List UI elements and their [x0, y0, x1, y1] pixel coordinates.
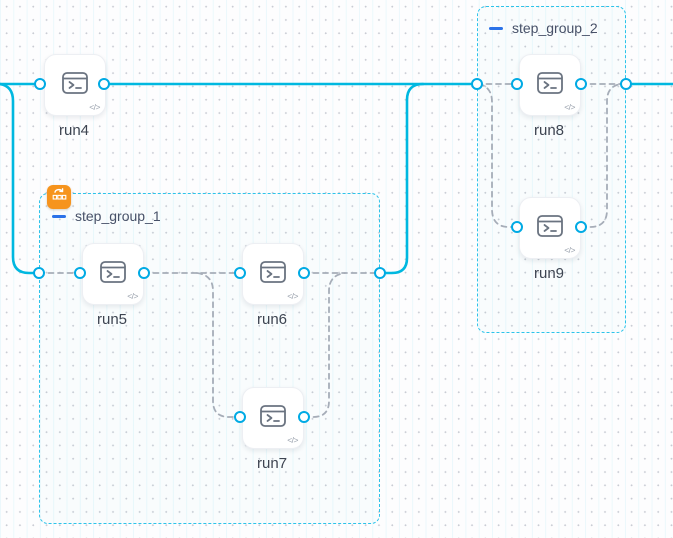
terminal-icon: [259, 260, 287, 289]
node-run8[interactable]: </>: [519, 54, 581, 116]
plugin-badge: [47, 185, 71, 209]
edge-start-group1in[interactable]: [0, 82, 41, 275]
collapse-group-button[interactable]: [489, 26, 503, 30]
port-group1-in[interactable]: [33, 267, 45, 279]
node-run9[interactable]: </>: [519, 197, 581, 259]
port-run7-out[interactable]: [298, 411, 310, 423]
code-badge-icon: </>: [564, 102, 575, 112]
code-badge-icon: </>: [127, 291, 138, 301]
port-run7-in[interactable]: [234, 411, 246, 423]
node-label-run4: run4: [58, 122, 90, 139]
port-run9-out[interactable]: [575, 221, 587, 233]
code-badge-icon: </>: [287, 291, 298, 301]
code-badge-icon: </>: [89, 102, 100, 112]
node-label-run5: run5: [96, 311, 128, 328]
terminal-icon: [259, 404, 287, 433]
port-run5-out[interactable]: [138, 267, 150, 279]
node-label-run9: run9: [533, 265, 565, 282]
terminal-icon: [536, 71, 564, 100]
edge-run5-run7[interactable]: [196, 272, 241, 418]
terminal-icon: [536, 214, 564, 243]
edge-run9-group2out[interactable]: [580, 83, 622, 228]
terminal-icon: [99, 260, 127, 289]
node-label-run6: run6: [256, 311, 288, 328]
node-label-run8: run8: [533, 122, 565, 139]
code-badge-icon: </>: [287, 435, 298, 445]
group-label: step_group_2: [512, 20, 598, 36]
port-run8-in[interactable]: [511, 78, 523, 90]
port-run8-out[interactable]: [575, 78, 587, 90]
group-step-group-2[interactable]: step_group_2: [477, 6, 626, 333]
port-group1-out[interactable]: [374, 267, 386, 279]
node-run5[interactable]: </>: [82, 243, 144, 305]
code-badge-icon: </>: [564, 245, 575, 255]
edge-group1out-group2in[interactable]: [378, 82, 425, 275]
terminal-icon: [61, 71, 89, 100]
port-group2-out[interactable]: [620, 78, 632, 90]
edge-group2in-run9[interactable]: [478, 83, 518, 228]
port-run4-out[interactable]: [98, 78, 110, 90]
node-run7[interactable]: </>: [242, 387, 304, 449]
group-label: step_group_1: [75, 208, 161, 224]
port-run9-in[interactable]: [511, 221, 523, 233]
node-label-run7: run7: [256, 455, 288, 472]
group-step-group-1[interactable]: step_group_1: [39, 185, 380, 524]
port-run4-in[interactable]: [34, 78, 46, 90]
port-run6-in[interactable]: [234, 267, 246, 279]
collapse-group-button[interactable]: [52, 214, 66, 218]
toolbox-arrow-icon: [51, 186, 68, 208]
node-run4[interactable]: </>: [44, 54, 106, 116]
port-run6-out[interactable]: [298, 267, 310, 279]
port-group2-in[interactable]: [471, 78, 483, 90]
port-run5-in[interactable]: [74, 267, 86, 279]
node-run6[interactable]: </>: [242, 243, 304, 305]
edge-run7-group1out[interactable]: [303, 272, 346, 418]
